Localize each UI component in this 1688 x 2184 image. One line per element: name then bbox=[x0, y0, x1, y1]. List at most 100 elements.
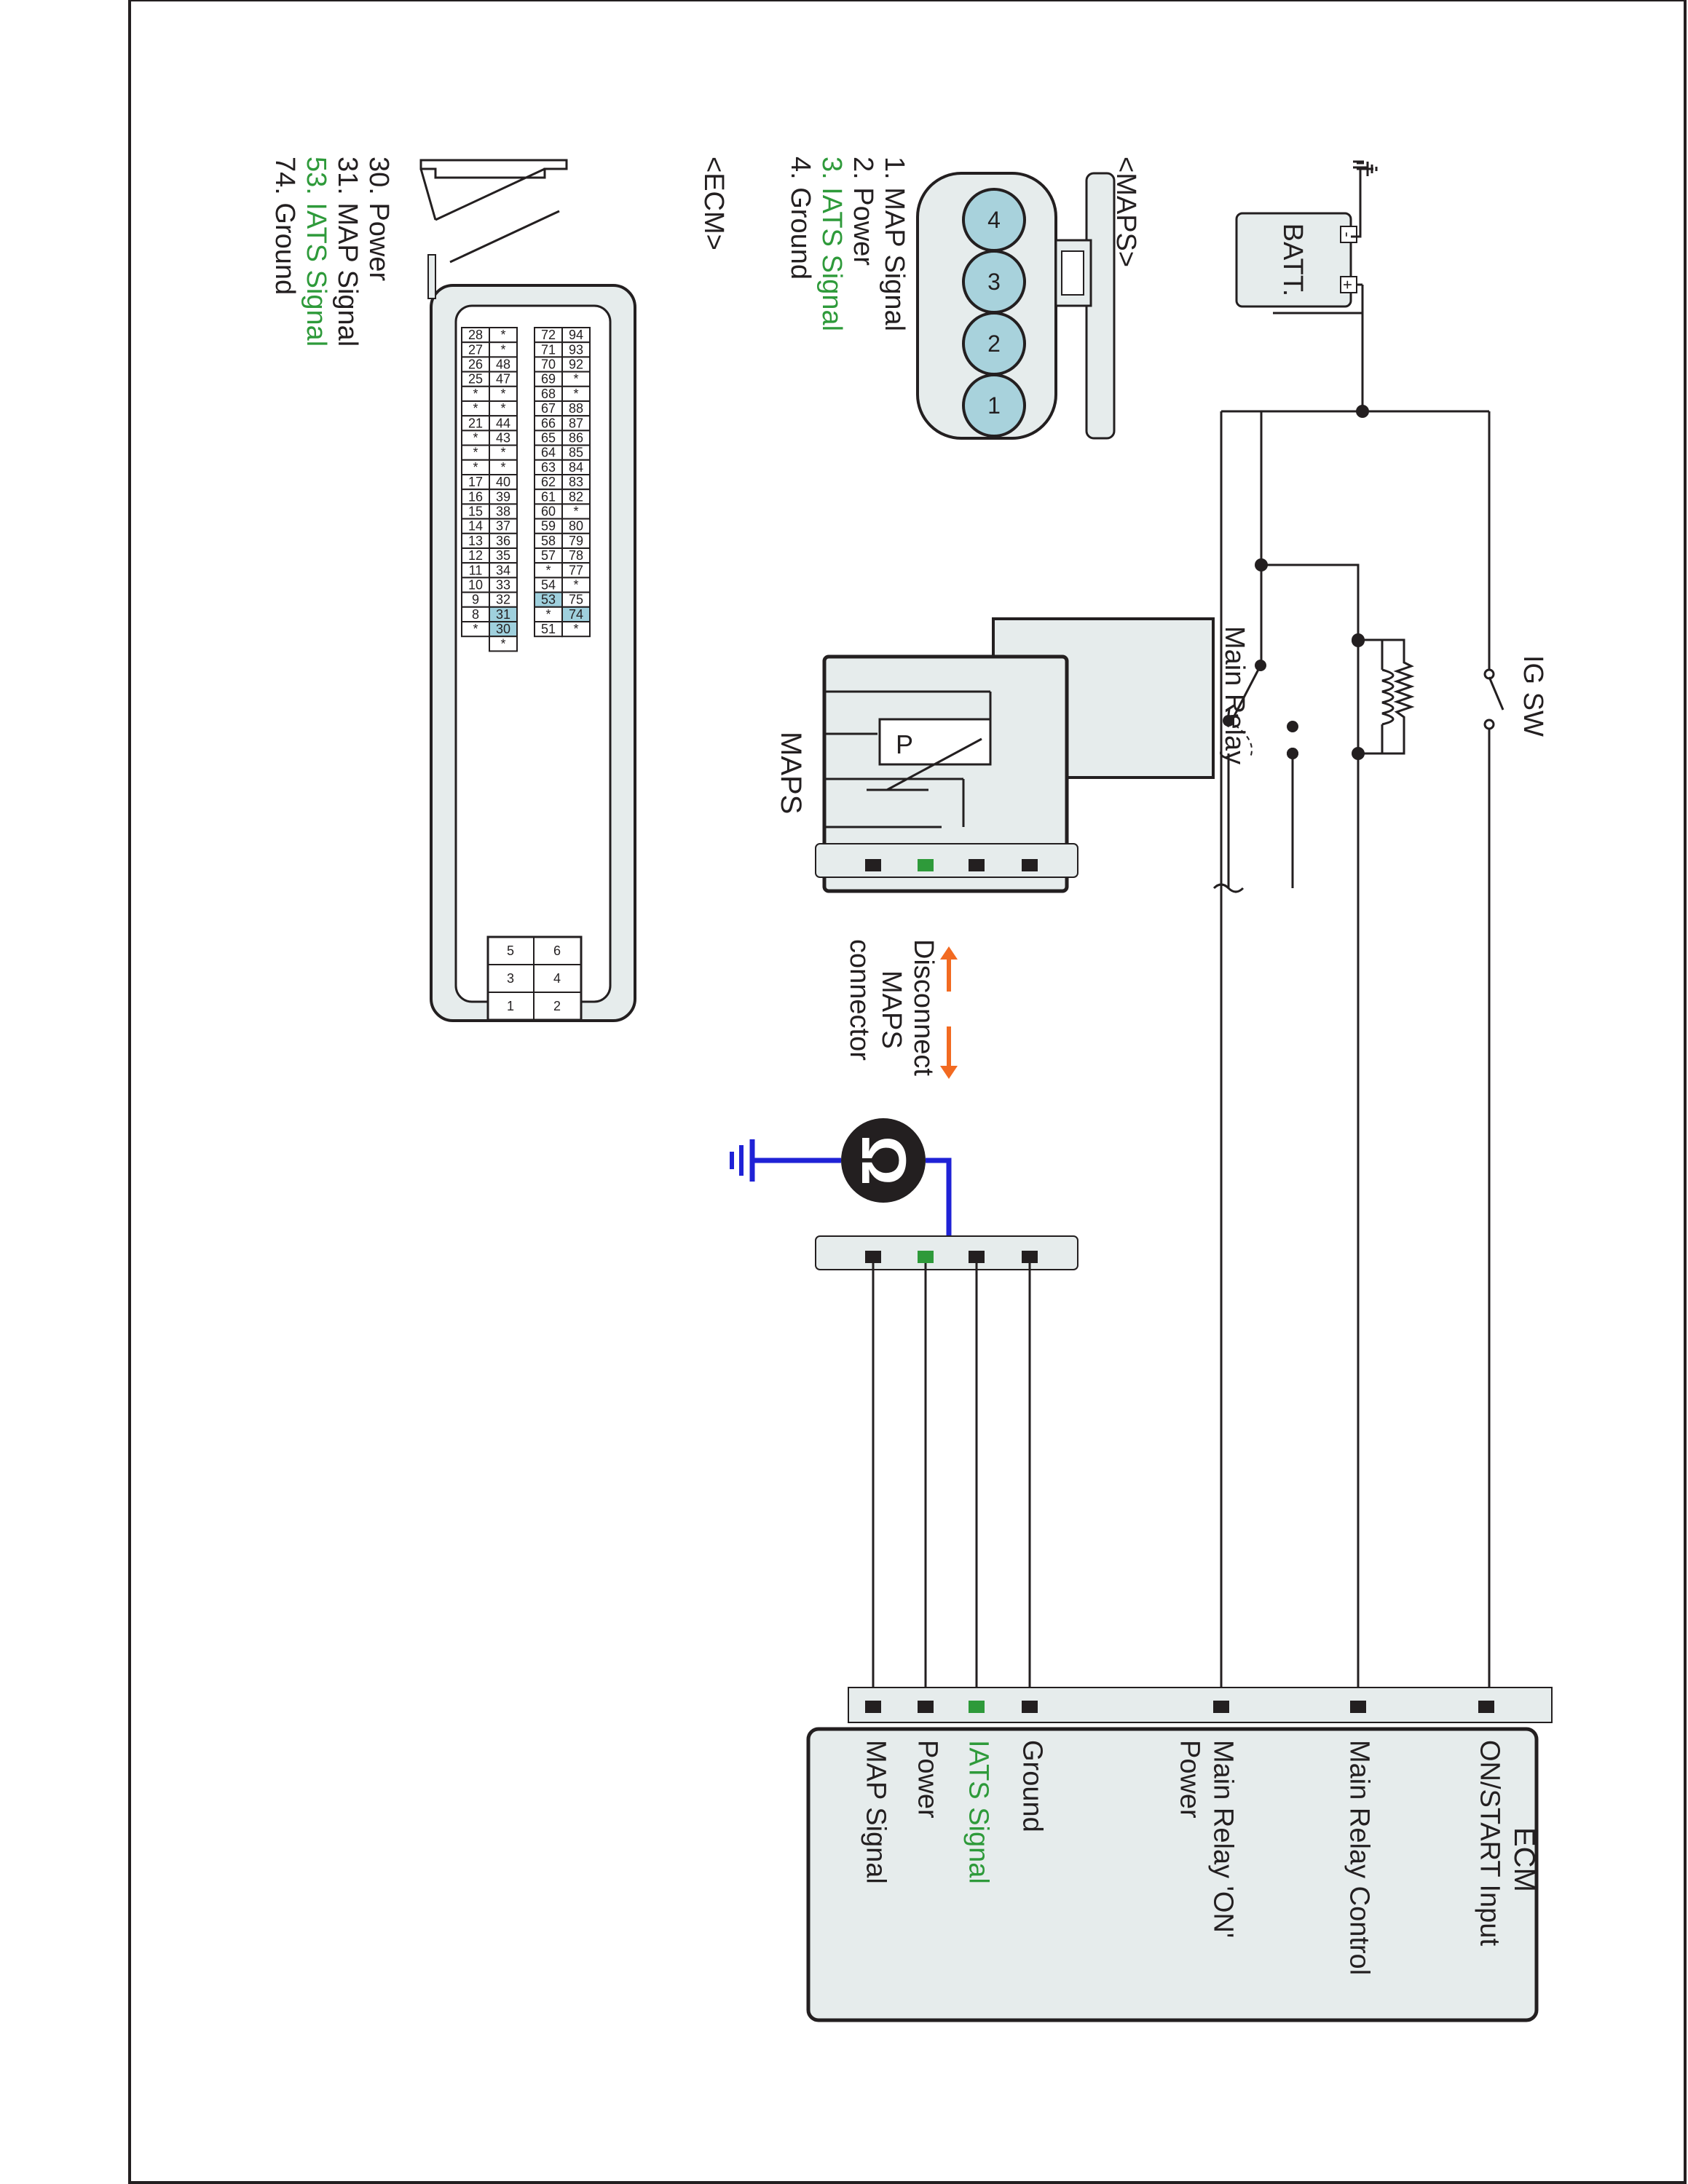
ecm-aux-pin: 6 bbox=[553, 943, 561, 958]
ecm-terminal-ground: Ground bbox=[1017, 1740, 1048, 1832]
ecm-pin-label: 53 bbox=[541, 593, 556, 607]
ecm-pin-label: 94 bbox=[569, 328, 583, 342]
maps-list-1: 1. MAP Signal bbox=[879, 157, 910, 331]
ecm-pin-label: 86 bbox=[569, 431, 583, 446]
ecm-pin-label: 70 bbox=[541, 357, 556, 372]
ohm-meter: Ω bbox=[730, 1118, 952, 1236]
disconnect-annotation: Disconnect MAPS connector bbox=[844, 939, 958, 1079]
ecm-pin-label: 36 bbox=[496, 534, 510, 548]
ecm-connector-title: <ECM> bbox=[698, 157, 729, 250]
ecm-pin-label: 75 bbox=[569, 593, 583, 607]
battery-minus: - bbox=[1338, 232, 1357, 237]
ecm-pin-label: * bbox=[545, 563, 551, 577]
ecm-pin-label: 15 bbox=[468, 505, 483, 519]
ecm-pin-label: 62 bbox=[541, 475, 556, 489]
disconnect-line-1: Disconnect bbox=[908, 939, 939, 1076]
maps-connector-view: <MAPS> 4 3 2 1 1. MAP Signal 2. Power 3.… bbox=[785, 157, 1141, 440]
ecm-terminal-label: IATS Signal bbox=[963, 1740, 994, 1884]
ecm-pin-label: 85 bbox=[569, 446, 583, 460]
ecm-list-4: 74. Ground bbox=[269, 157, 300, 295]
ecm-pin-label: 39 bbox=[496, 489, 510, 504]
page-frame bbox=[128, 0, 1687, 2184]
ecm-aux-pin: 1 bbox=[507, 999, 514, 1013]
ecm-pin-label: 30 bbox=[496, 622, 510, 636]
maps-pin-label: 4 bbox=[987, 207, 1001, 233]
ecm-pin-label: 12 bbox=[468, 548, 483, 563]
ecm-terminal-label-line-2: Power bbox=[1175, 1740, 1205, 1819]
ecm-pin-label: 93 bbox=[569, 342, 583, 357]
ecm-pin-label: * bbox=[473, 446, 478, 460]
ecm-pin-label: 84 bbox=[569, 460, 583, 475]
disconnect-line-2: MAPS bbox=[876, 970, 907, 1049]
ohm-symbol: Ω bbox=[848, 1136, 918, 1186]
ecm-pin-label: 27 bbox=[468, 342, 483, 357]
ecm-pin-label: * bbox=[500, 636, 505, 651]
ecm-terminal-main-relay-on-power: Main Relay 'ON' Power bbox=[1175, 1740, 1239, 1938]
ecm-pin-label: 26 bbox=[468, 357, 483, 372]
ecm-pin-label: 33 bbox=[496, 578, 510, 593]
ecm-pin-label: 58 bbox=[541, 534, 556, 548]
ecm-pin-label: 9 bbox=[472, 593, 479, 607]
ecm-pin-label: 72 bbox=[541, 328, 556, 342]
p-symbol: P bbox=[896, 729, 913, 759]
ecm-terminal-label: MAP Signal bbox=[861, 1740, 891, 1884]
ecm-pin-label: 31 bbox=[496, 607, 510, 622]
ecm-pin-label: 57 bbox=[541, 548, 556, 563]
ecm-pin-label: 82 bbox=[569, 489, 583, 504]
ecm-terminal-label-line-1: Main Relay 'ON' bbox=[1208, 1740, 1239, 1938]
ecm-pin-label: 17 bbox=[468, 475, 483, 489]
ecm-terminal-label: ON/START Input bbox=[1475, 1740, 1505, 1946]
ecm-list-2: 31. MAP Signal bbox=[332, 157, 363, 347]
ecm-pin-cell bbox=[534, 621, 563, 638]
ecm-pin-label: 51 bbox=[541, 622, 556, 636]
ecm-terminal-label: Power bbox=[912, 1740, 943, 1819]
ecm-pin-label: * bbox=[500, 460, 505, 475]
ecm-pin-label: * bbox=[573, 578, 578, 593]
ecm-list-1: 30. Power bbox=[363, 157, 394, 281]
ecm-pin-label: 83 bbox=[569, 475, 583, 489]
ecm-pin-label: * bbox=[473, 401, 478, 416]
ecm-pin-label: 13 bbox=[468, 534, 483, 548]
ecm-pin-label: * bbox=[573, 387, 578, 401]
ecm-pin-label: 92 bbox=[569, 357, 583, 372]
ecm-pin-label: 44 bbox=[496, 416, 510, 430]
ecm-pin-label: 32 bbox=[496, 593, 510, 607]
ecm-terminal-label: Main Relay Control bbox=[1344, 1740, 1375, 1975]
maps-label: MAPS bbox=[775, 732, 807, 814]
ecm-aux-pin: 4 bbox=[553, 971, 561, 986]
ecm-pin-label: 40 bbox=[496, 475, 510, 489]
ecm-aux-pin: 2 bbox=[553, 999, 561, 1013]
maps-pin-label: 3 bbox=[987, 269, 1001, 295]
ecm-pin-label: 77 bbox=[569, 563, 583, 577]
battery-label: BATT. bbox=[1277, 223, 1308, 297]
maps-sensor: MAPS P bbox=[775, 654, 1078, 893]
ecm-pin-label: * bbox=[500, 401, 505, 416]
maps-pin-label: 2 bbox=[987, 331, 1001, 357]
ecm-pin-label: 61 bbox=[541, 489, 556, 504]
ecm-pin-label: * bbox=[473, 622, 478, 636]
ecm-pin-label: 21 bbox=[468, 416, 483, 430]
ecm-pin-label: * bbox=[500, 387, 505, 401]
power-bus bbox=[1255, 313, 1489, 571]
ecm-pin-label: 71 bbox=[541, 342, 556, 357]
ecm-pin-label: 80 bbox=[569, 519, 583, 534]
maps-list-3: 3. IATS Signal bbox=[816, 157, 847, 331]
ecm-pin-label: * bbox=[473, 460, 478, 475]
ecm-pin-label: 63 bbox=[541, 460, 556, 475]
ecm-pin-label: 64 bbox=[541, 446, 556, 460]
ecm-pin-label: * bbox=[545, 607, 551, 622]
ecm-pin-label: 79 bbox=[569, 534, 583, 548]
harness-connector bbox=[815, 1235, 1078, 1707]
battery: - + BATT. bbox=[1235, 160, 1378, 314]
ecm-pin-label: 48 bbox=[496, 357, 510, 372]
ecm-aux-pin: 5 bbox=[507, 943, 514, 958]
ecm-pin-label: 8 bbox=[472, 607, 479, 622]
ecm-pin-label: 67 bbox=[541, 401, 556, 416]
ecm-pin-label: 68 bbox=[541, 387, 556, 401]
ecm-pin-label: 60 bbox=[541, 505, 556, 519]
maps-connector-title: <MAPS> bbox=[1111, 157, 1141, 267]
ecm-pin-label: * bbox=[573, 622, 578, 636]
ecm-terminal-main-relay-control: Main Relay Control bbox=[1344, 1740, 1375, 1975]
ecm-pin-label: 35 bbox=[496, 548, 510, 563]
